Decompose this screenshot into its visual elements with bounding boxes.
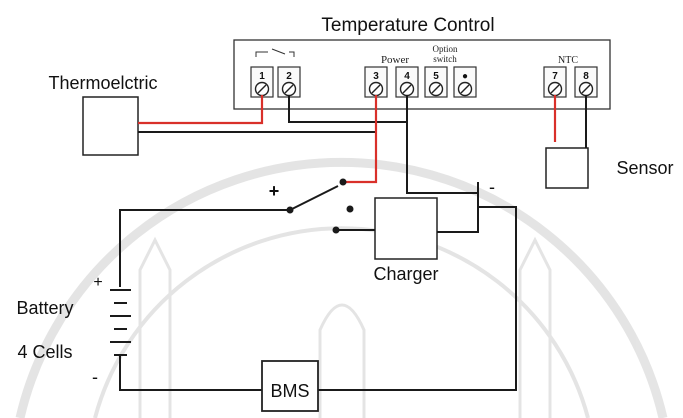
terminal-8-label: 8 (583, 71, 589, 82)
relay-contact-symbol (255, 48, 295, 57)
terminal-8-screw-slot (581, 84, 591, 94)
thermoelectric-box (82, 96, 139, 156)
terminal-block: 1 2 3 4 5 ● 7 8 (250, 66, 598, 98)
thermoelectric-label: Thermoelctric (48, 73, 157, 93)
terminal-2-label: 2 (286, 71, 292, 82)
power-switch (286, 178, 354, 234)
bms-box (261, 360, 319, 412)
terminal-7-screw-slot (550, 84, 560, 94)
terminal-4-screw-slot (402, 84, 412, 94)
black-wires (119, 95, 587, 391)
terminal-1-screw-slot (257, 84, 267, 94)
switch-plus-label: + (269, 181, 280, 201)
terminal-6-label: ● (462, 71, 468, 82)
battery-minus-label: - (92, 367, 98, 387)
watermark-seal (15, 158, 668, 418)
ntc-label: NTC (558, 55, 578, 66)
red-wires (138, 95, 557, 184)
power-label: Power (381, 54, 409, 66)
charger-minus-label: - (489, 177, 495, 197)
sensor-box (545, 147, 589, 189)
terminal-5-screw-slot (431, 84, 441, 94)
title-temperature-control: Temperature Control (321, 15, 494, 36)
terminal-2-screw-slot (284, 84, 294, 94)
terminal-3-label: 3 (373, 71, 379, 82)
terminal-6-screw-slot (460, 84, 470, 94)
terminal-4-label: 4 (404, 71, 410, 82)
terminal-1-label: 1 (259, 71, 265, 82)
charger-box (374, 197, 438, 260)
battery-cells-label: 4 Cells (17, 342, 72, 362)
terminal-5-label: 5 (433, 71, 439, 82)
terminal-7-label: 7 (552, 71, 558, 82)
battery-symbol (110, 289, 131, 370)
battery-label: Battery (16, 298, 73, 318)
battery-plus-label: + (93, 274, 102, 291)
switch-label: switch (433, 54, 457, 64)
charger-label: Charger (373, 264, 438, 284)
option-label: Option (432, 44, 458, 54)
sensor-label: Sensor (616, 158, 673, 178)
temperature-controller-box (233, 39, 611, 110)
terminal-3-screw-slot (371, 84, 381, 94)
bms-label: BMS (270, 381, 309, 401)
